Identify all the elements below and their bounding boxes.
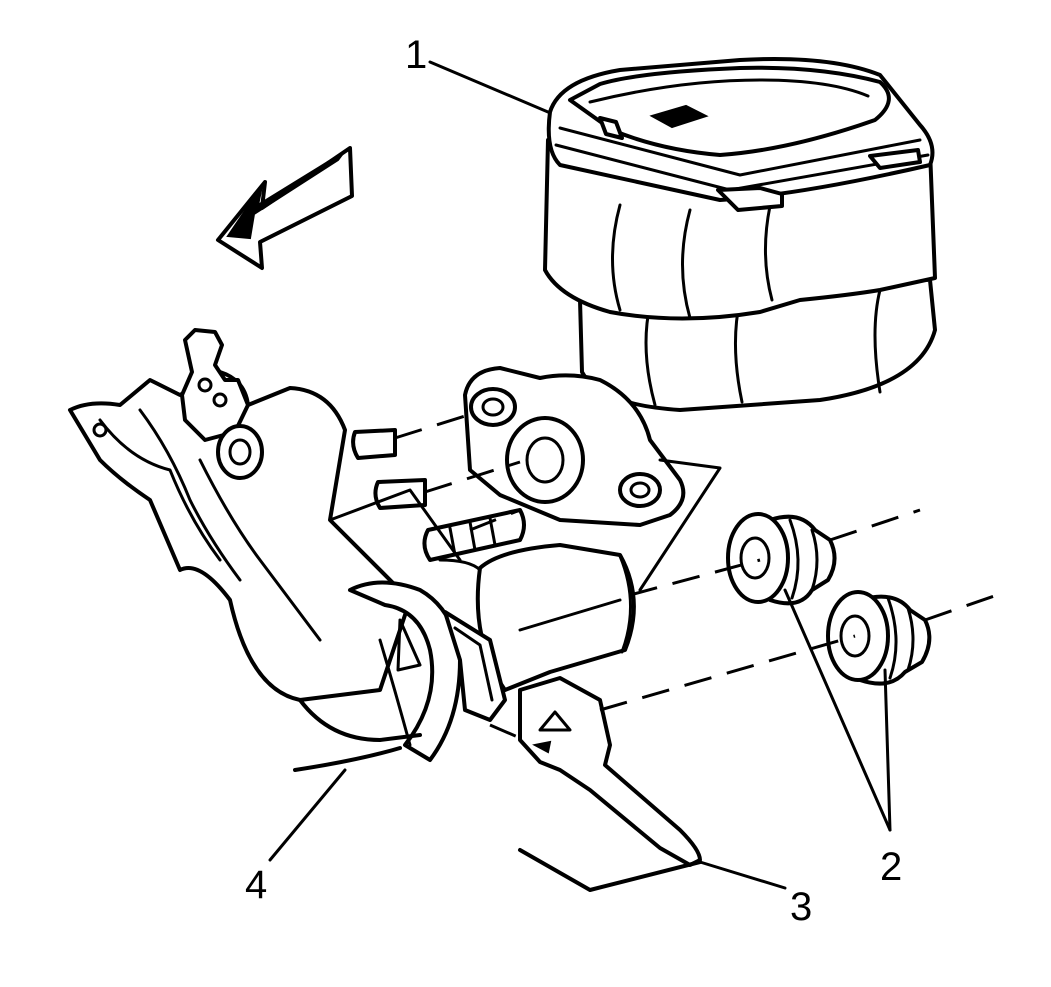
callout-1: 1 xyxy=(405,33,427,77)
master-cylinder-body xyxy=(68,328,722,892)
callout-leaders xyxy=(268,60,892,890)
grommet-upper xyxy=(726,512,837,606)
fluid-reservoir xyxy=(543,57,937,412)
callout-4: 4 xyxy=(245,863,267,907)
callout-2: 2 xyxy=(880,845,902,889)
alignment-lines xyxy=(394,410,1001,740)
callout-3: 3 xyxy=(790,885,812,929)
grommet-lower xyxy=(826,590,932,686)
direction-arrow-icon xyxy=(216,146,354,270)
